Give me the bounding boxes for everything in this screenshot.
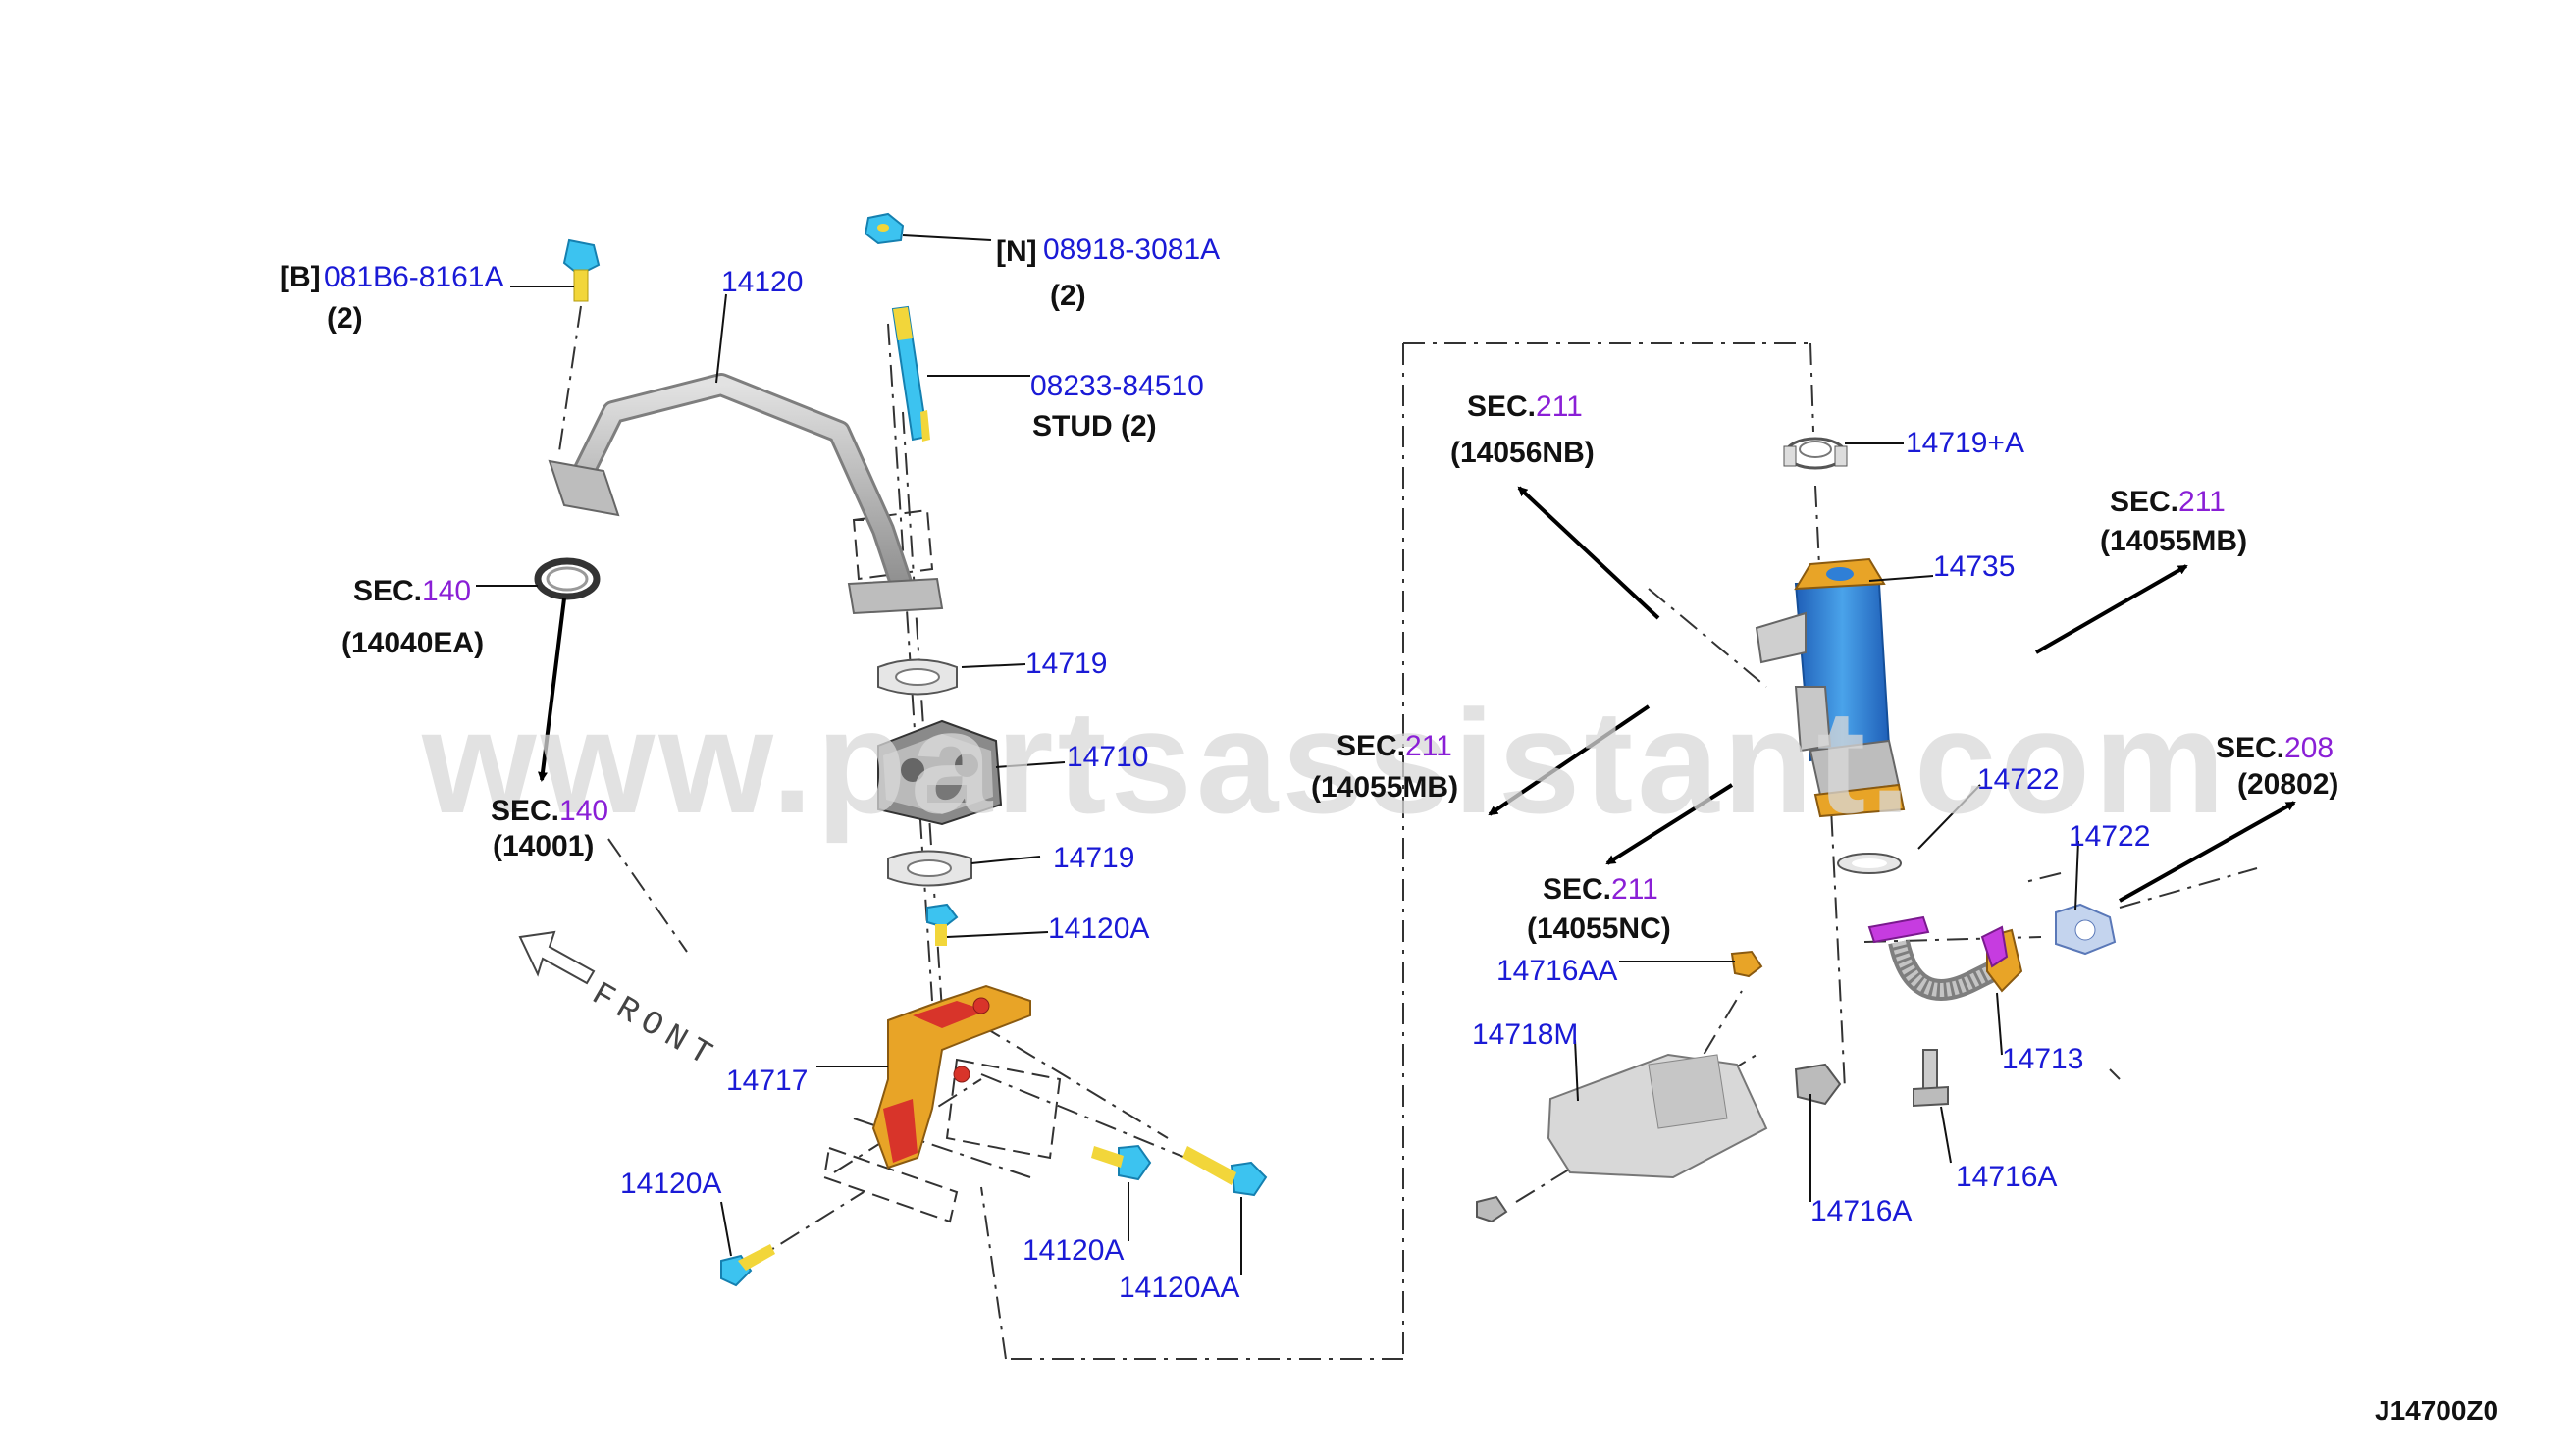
- part-14120A-lower-mid[interactable]: 14120A: [1023, 1234, 1125, 1267]
- part-081B6-8161A[interactable]: 081B6-8161A: [324, 261, 504, 293]
- gasket-14722-b: [2055, 903, 2117, 956]
- part-14716A-b[interactable]: 14716A: [1956, 1161, 2058, 1193]
- sec-211-a-code: (14056NB): [1450, 437, 1595, 469]
- part-14719A[interactable]: 14719+A: [1906, 427, 2024, 459]
- part-14719-bottom[interactable]: 14719: [1053, 842, 1135, 874]
- heat-shield-14718M: [1476, 1053, 1768, 1223]
- bolt-081B6: [562, 238, 601, 302]
- sec-211-c-code: (14055MB): [1311, 771, 1459, 804]
- sec-211-b-code: (14055MB): [2100, 525, 2248, 557]
- bolt-14716A-a: [1794, 1063, 1842, 1106]
- clamp-14719A: [1783, 437, 1848, 470]
- egr-tube: [548, 373, 944, 615]
- stud-qty: STUD (2): [1032, 410, 1157, 442]
- part-14719-top[interactable]: 14719: [1025, 648, 1108, 680]
- egr-pipe-14713: [1867, 915, 2023, 1001]
- part-14710[interactable]: 14710: [1067, 741, 1149, 773]
- part-14120[interactable]: 14120: [721, 266, 804, 298]
- part-14722-a[interactable]: 14722: [1977, 763, 2060, 796]
- leader-lines: [476, 234, 2079, 1275]
- stud-14716A-b: [1913, 1049, 1949, 1108]
- part-14718M[interactable]: 14718M: [1472, 1018, 1579, 1051]
- section-arrows: [538, 486, 2296, 903]
- gasket-14719-top: [877, 658, 958, 696]
- bolt-14120A-upper: [926, 903, 959, 946]
- qty-081B6: (2): [327, 302, 363, 335]
- egr-cooler: [1755, 557, 1906, 818]
- sec-211-b[interactable]: SEC.211: [2110, 486, 2226, 518]
- diagram-code: J14700Z0: [2375, 1395, 2499, 1426]
- label-b-prefix: [B]: [280, 261, 321, 293]
- nut-14716AA: [1730, 950, 1763, 978]
- sec-208-code: (20802): [2237, 768, 2339, 801]
- gasket-14719-bot: [887, 850, 972, 887]
- part-14716AA[interactable]: 14716AA: [1496, 955, 1618, 987]
- sec-140-a[interactable]: SEC.140: [353, 575, 472, 607]
- bolt-14120A-mid: [1091, 1144, 1152, 1181]
- sec-208[interactable]: SEC.208: [2216, 732, 2334, 764]
- bolt-14120A-lower-left: [720, 1244, 775, 1287]
- label-n-prefix: [N]: [996, 235, 1037, 268]
- bolt-14120AA: [1182, 1146, 1268, 1197]
- watermark: www.partsassistant.com: [422, 679, 2229, 844]
- part-14735[interactable]: 14735: [1933, 550, 2016, 583]
- sec-211-c[interactable]: SEC.211: [1337, 730, 1452, 762]
- gasket-ring: [534, 557, 601, 600]
- part-14713[interactable]: 14713: [2002, 1043, 2084, 1075]
- sec-140-b-code: (14001): [493, 830, 595, 862]
- part-14722-b[interactable]: 14722: [2069, 820, 2151, 853]
- sec-211-d[interactable]: SEC.211: [1543, 873, 1658, 906]
- part-14120AA[interactable]: 14120AA: [1119, 1272, 1240, 1304]
- gasket-14722-a: [1837, 853, 1902, 874]
- qty-08918: (2): [1050, 280, 1086, 312]
- front-arrow: [518, 930, 596, 985]
- sec-211-d-code: (14055NC): [1527, 912, 1671, 945]
- part-14717[interactable]: 14717: [726, 1065, 809, 1097]
- sec-140-a-code: (14040EA): [341, 627, 485, 659]
- nut-08918: [864, 212, 905, 245]
- part-14716A-a[interactable]: 14716A: [1810, 1195, 1913, 1227]
- egr-valve: [877, 719, 1003, 826]
- sec-140-b[interactable]: SEC.140: [491, 795, 609, 827]
- part-08918-3081A[interactable]: 08918-3081A: [1043, 234, 1221, 266]
- part-08233-84510[interactable]: 08233-84510: [1030, 370, 1204, 402]
- sec-211-a[interactable]: SEC.211: [1467, 390, 1583, 423]
- stud-08233: [891, 305, 930, 442]
- part-14120A-lower-left[interactable]: 14120A: [620, 1168, 722, 1200]
- bracket-14717: [871, 984, 1031, 1170]
- part-14120A-upper[interactable]: 14120A: [1048, 912, 1150, 945]
